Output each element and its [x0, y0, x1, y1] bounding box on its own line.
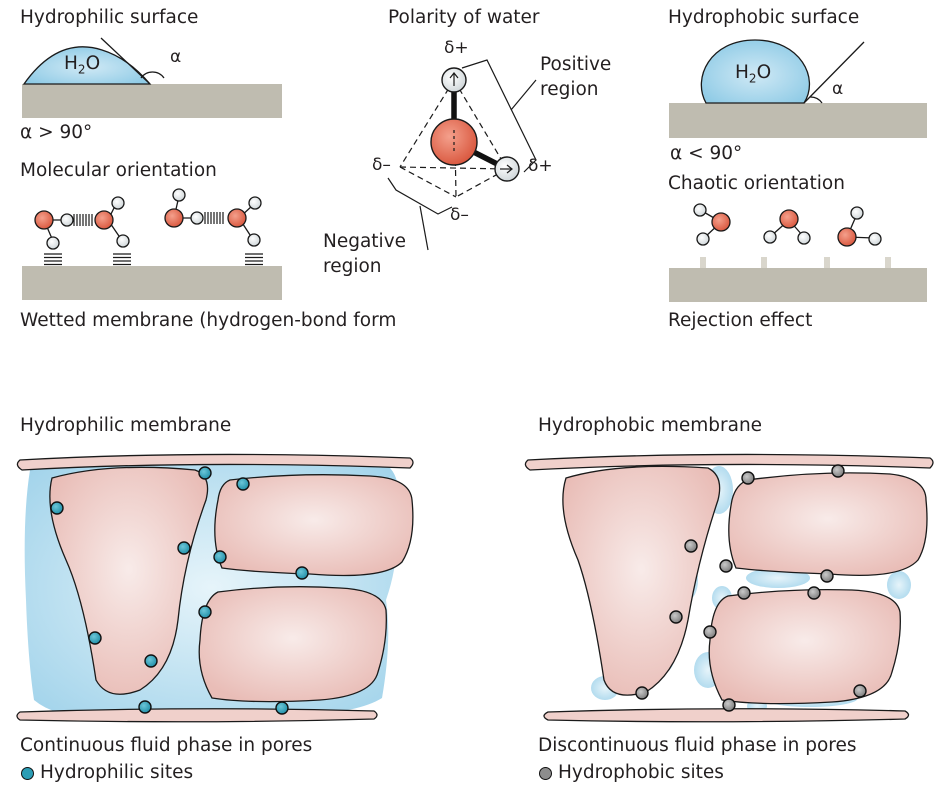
hydrophilic-angle-arc [140, 71, 165, 79]
hydrophobic-substrate [669, 103, 927, 138]
positive-region-label-line1: Positive [540, 54, 612, 75]
hydrophobic-site-legend-icon [539, 767, 552, 780]
discontinuous-fluid-caption: Discontinuous fluid phase in pores [538, 735, 857, 756]
hydrophilic-sites-legend: Hydrophilic sites [40, 762, 194, 783]
membrane-grain-3 [198, 586, 387, 703]
continuous-fluid-caption: Continuous fluid phase in pores [20, 735, 313, 756]
bottom-membrane-layer [16, 708, 378, 723]
molecular-orientation-label: Molecular orientation [20, 160, 217, 181]
hydrophilic-surface-panel [22, 37, 282, 118]
hydrophobic-grain-1 [562, 465, 721, 696]
hydrophilic-membrane-title: Hydrophilic membrane [20, 415, 232, 436]
hydrophilic-water-droplet [22, 46, 152, 85]
top-membrane-layer [16, 453, 414, 471]
rejection-substrate [669, 268, 927, 302]
hydrophilic-site-markers [50, 466, 309, 715]
hydrophilic-surface-title: Hydrophilic surface [20, 7, 199, 28]
bottom-membrane-layer-hydrophobic [543, 708, 910, 723]
delta-plus-right: δ+ [528, 156, 553, 176]
hydrophilic-drop-label: H2O [64, 53, 101, 77]
hydrophobic-drop-label: H2O [735, 62, 772, 86]
hydrophilic-substrate [22, 84, 282, 118]
delta-minus-bottom: δ– [450, 205, 469, 225]
hydrophobic-membrane-title: Hydrophobic membrane [538, 415, 763, 436]
chaotic-orientation-label: Chaotic orientation [668, 173, 845, 194]
hydrophobic-tangent-line [803, 41, 865, 104]
surface-hbond-marks [44, 253, 263, 266]
molecular-orientation-illustration [22, 188, 282, 300]
top-membrane-layer-hydrophobic [524, 453, 934, 471]
hbond-marks-2 [204, 212, 224, 224]
hydrophobic-surface-panel [669, 39, 927, 138]
membrane-grain-2 [214, 474, 414, 577]
wetted-membrane-caption: Wetted membrane (hydrogen-bond form [20, 310, 397, 331]
hydrophobic-grain-2 [728, 472, 928, 577]
wetted-substrate [22, 266, 282, 300]
negative-region-label-line1: Negative [323, 231, 407, 252]
hydrophobic-site-markers [635, 464, 867, 712]
hydrophilic-membrane-diagram [16, 453, 414, 723]
hydrophobic-angle-symbol: α [832, 79, 844, 99]
negative-region-label-line2: region [323, 256, 382, 277]
hydrophobic-grain-3 [708, 588, 901, 705]
hydrophobic-angle-arc [809, 96, 823, 104]
hbond-marks-1 [73, 214, 93, 226]
delta-minus-left: δ– [372, 155, 391, 175]
hydrophobic-surface-title: Hydrophobic surface [668, 7, 860, 28]
hydrophobic-water-droplet [700, 39, 810, 104]
hydrophilic-angle-rule: α > 90° [20, 122, 93, 143]
water-polarity-diagram [387, 59, 537, 251]
hydrophobic-angle-rule: α < 90° [670, 143, 743, 164]
polarity-title: Polarity of water [388, 7, 540, 28]
hydrophilic-site-legend-icon [21, 767, 34, 780]
hydrophobic-sites-legend: Hydrophobic sites [558, 762, 724, 783]
delta-plus-top: δ+ [444, 38, 469, 58]
hydrophobic-membrane-diagram [524, 453, 934, 723]
chaotic-orientation-illustration [669, 203, 927, 302]
negative-region-bracket [387, 177, 453, 215]
hydrophilic-angle-symbol: α [170, 47, 182, 67]
rejection-effect-caption: Rejection effect [668, 310, 813, 331]
positive-region-label-line2: region [540, 79, 599, 100]
